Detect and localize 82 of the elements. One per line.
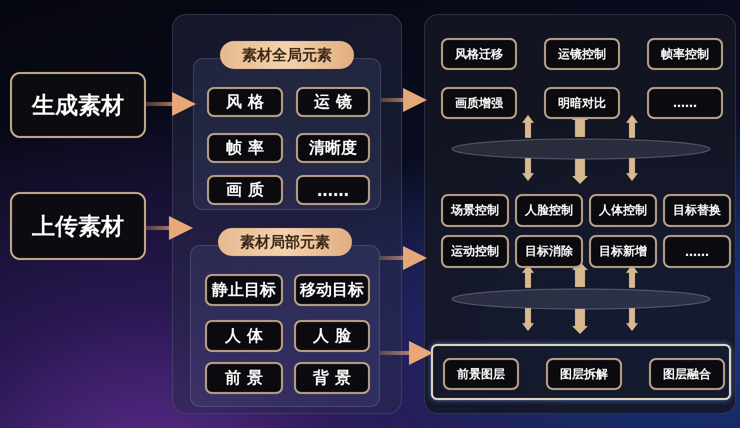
arrow	[146, 92, 196, 116]
source-box	[10, 72, 146, 138]
box-label: 画质增强	[455, 94, 503, 112]
block-arrow	[522, 308, 534, 332]
arrow	[146, 216, 193, 240]
label-box	[544, 87, 620, 119]
box-label: 静止目标	[212, 280, 276, 300]
label-box	[296, 175, 370, 205]
label-box	[441, 87, 517, 119]
box-label: 运动控制	[451, 243, 499, 260]
capability-panel	[424, 14, 736, 414]
label-box	[207, 133, 283, 163]
group-heading: 素材局部元素	[218, 228, 352, 256]
box-label: ……	[673, 96, 697, 110]
source-box	[10, 192, 146, 260]
arrow	[381, 88, 427, 112]
box-label: 背 景	[313, 368, 351, 388]
separator-disc	[451, 288, 711, 310]
arrow	[380, 246, 427, 270]
box-label: 运镜控制	[558, 46, 606, 62]
label-box	[441, 235, 509, 268]
box-label: 目标消除	[525, 243, 573, 260]
group-heading: 素材全局元素	[220, 41, 354, 69]
label-box	[205, 274, 283, 306]
layer-band	[431, 344, 731, 400]
block-arrow	[522, 114, 534, 138]
label-box	[663, 235, 731, 268]
label-box	[515, 235, 583, 268]
box-label: 人脸控制	[525, 202, 573, 219]
label-box	[441, 38, 517, 70]
label-box	[294, 362, 370, 394]
box-label: 前景图层	[457, 366, 505, 382]
box-label: 目标新增	[599, 243, 647, 260]
label-box	[207, 87, 283, 117]
label-box	[546, 358, 622, 390]
box-label: 目标替换	[673, 202, 721, 219]
label-box	[207, 175, 283, 205]
box-label: 移动目标	[300, 280, 364, 300]
label-box	[515, 194, 583, 227]
arrow	[380, 341, 433, 365]
box-label: 图层融合	[663, 366, 711, 382]
block-arrow	[626, 114, 638, 138]
label-box	[205, 320, 283, 352]
box-label: 风格迁移	[455, 46, 503, 62]
block-arrow	[572, 309, 588, 334]
label-box	[441, 194, 509, 227]
box-label: 人 脸	[313, 326, 351, 346]
label-box	[443, 358, 519, 390]
label-box	[294, 274, 370, 306]
block-arrow	[572, 262, 588, 287]
box-label: 生成素材	[32, 92, 124, 120]
label-box	[205, 362, 283, 394]
box-label: 场景控制	[451, 202, 499, 219]
label-box	[663, 194, 731, 227]
label-box	[647, 38, 723, 70]
box-label: 图层拆解	[560, 366, 608, 382]
label-box	[296, 87, 370, 117]
label-box	[589, 235, 657, 268]
box-label: ……	[317, 180, 349, 200]
box-label: 人体控制	[599, 202, 647, 219]
separator-disc	[451, 138, 711, 160]
label-box	[296, 133, 370, 163]
box-label: 上传素材	[32, 212, 124, 242]
box-label: 人 体	[225, 326, 263, 346]
box-label: 画 质	[226, 180, 264, 200]
box-label: 帧率控制	[661, 46, 709, 62]
box-label: ……	[685, 244, 709, 258]
label-box	[649, 358, 725, 390]
box-label: 清晰度	[309, 138, 357, 158]
label-box	[589, 194, 657, 227]
box-label: 风 格	[226, 92, 264, 112]
block-arrow	[626, 158, 638, 182]
label-box	[294, 320, 370, 352]
block-arrow	[626, 308, 638, 332]
block-arrow	[522, 158, 534, 182]
label-box	[647, 87, 723, 119]
label-box	[544, 38, 620, 70]
box-label: 运 镜	[314, 92, 352, 112]
box-label: 明暗对比	[558, 94, 606, 112]
box-label: 帧 率	[226, 138, 264, 158]
block-arrow	[572, 159, 588, 184]
box-label: 前 景	[225, 368, 263, 388]
